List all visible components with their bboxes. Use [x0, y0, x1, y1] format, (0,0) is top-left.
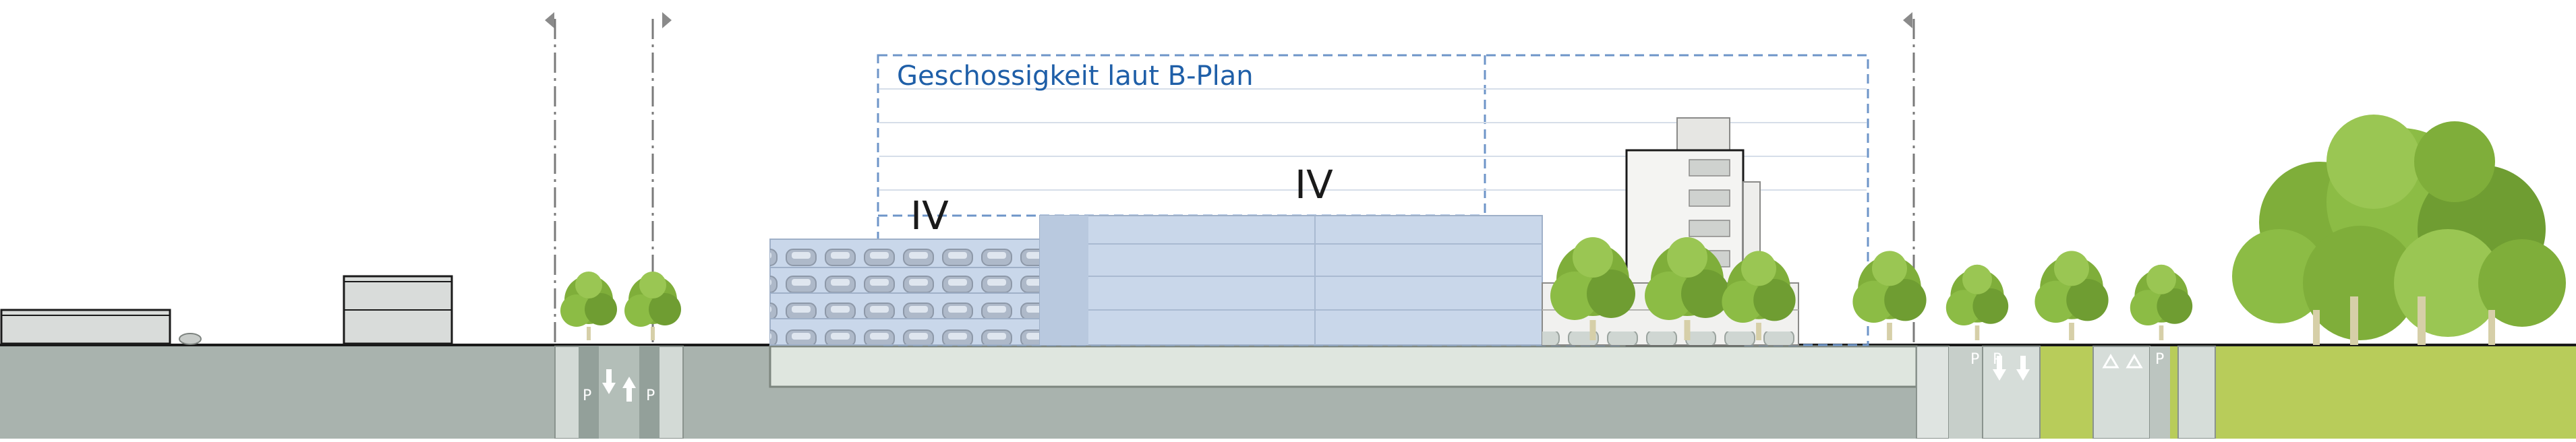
right-underpass-1 — [1916, 346, 1950, 439]
parking-mark: P — [583, 387, 591, 404]
underground-garage — [769, 345, 1918, 388]
left-underpass-center — [599, 346, 639, 439]
arrow-up-icon — [622, 354, 2143, 402]
trees-left — [560, 272, 681, 340]
right-underpass-4 — [2092, 346, 2150, 439]
main-building-core — [1040, 216, 1088, 345]
parking-mark: P — [1970, 351, 1979, 368]
right-underpass-6 — [2177, 346, 2216, 439]
parking-mark: P — [2155, 351, 2164, 368]
bplan-title: Geschossigkeit laut B-Plan — [897, 61, 1254, 92]
tree-cluster-large — [2232, 115, 2566, 345]
arrow-left-icon — [1903, 12, 1912, 28]
parking-mark: P — [646, 387, 655, 404]
arrow-right-icon — [662, 12, 672, 28]
right-underpass-2 — [1949, 346, 1983, 439]
main-building — [1039, 215, 1543, 346]
trees-right — [1945, 251, 2193, 340]
floor-label-center: IV — [1295, 162, 1333, 208]
floor-label-left: IV — [910, 193, 949, 239]
arrow-down-icon — [602, 356, 2030, 394]
right-underpass-3 — [1982, 346, 2041, 439]
tower-top — [1676, 117, 1730, 151]
arrow-left-icon — [545, 12, 554, 28]
car-left — [179, 333, 202, 345]
right-underpass-5 — [2150, 346, 2170, 439]
